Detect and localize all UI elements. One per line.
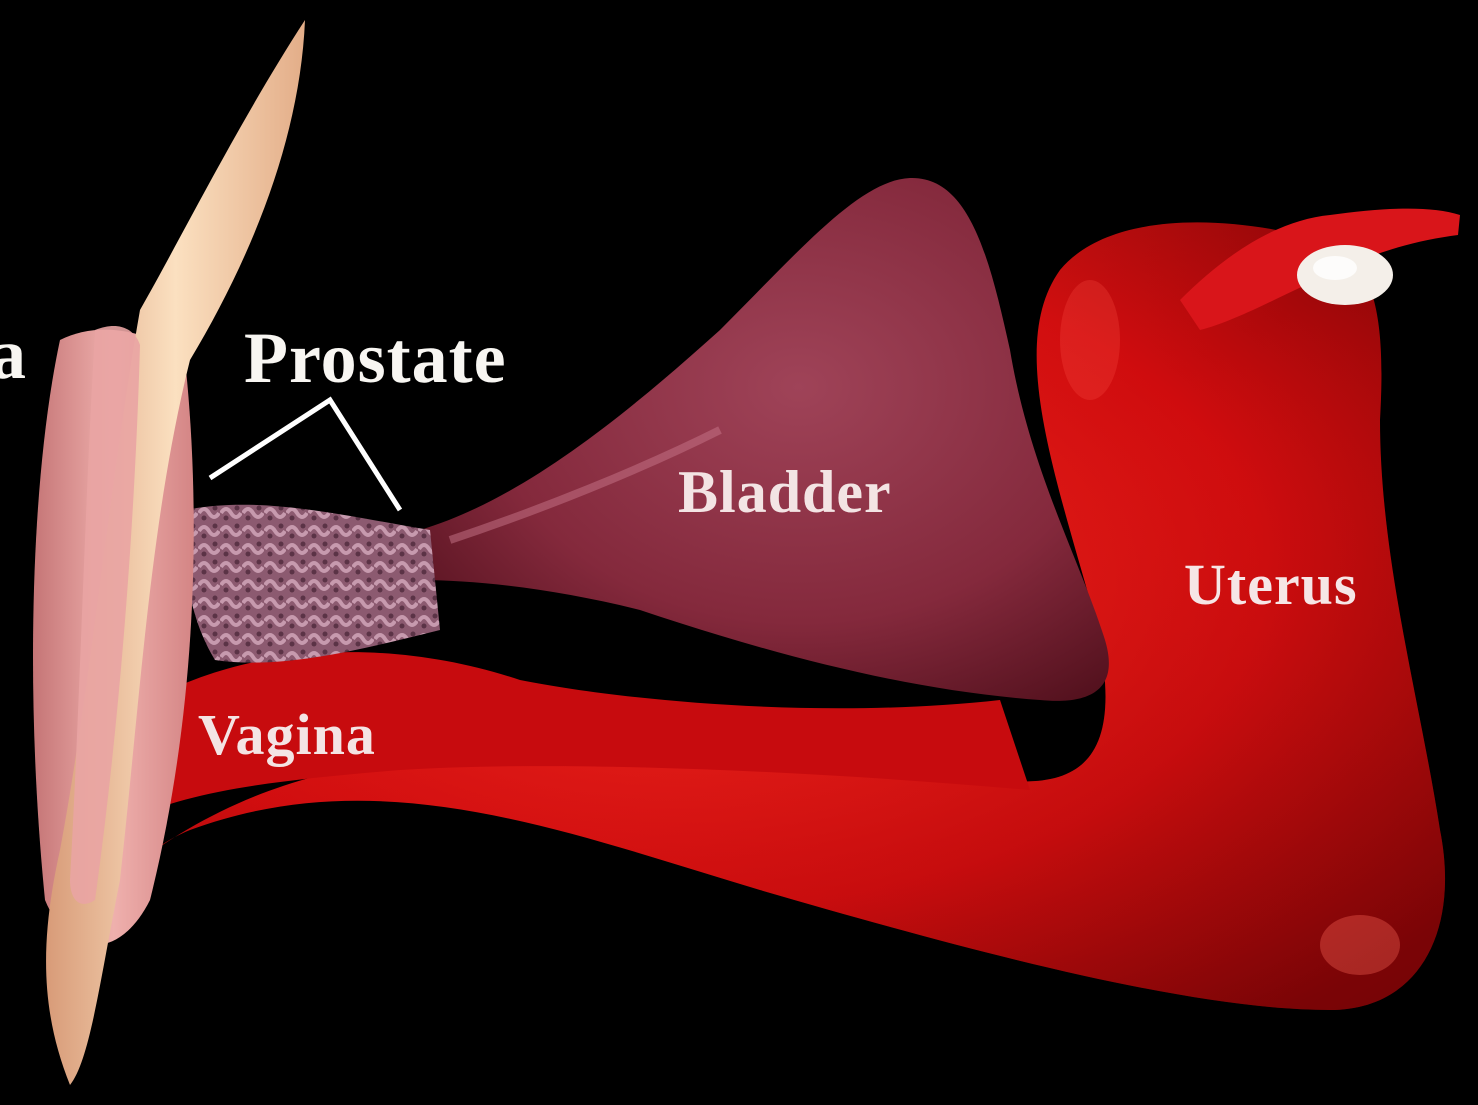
label-prostate: Prostate (244, 322, 507, 394)
label-vagina: Vagina (198, 706, 376, 764)
bladder-shape (420, 178, 1109, 701)
prostate-gland-shape (184, 505, 440, 663)
label-bladder: Bladder (678, 462, 892, 522)
label-uterus: Uterus (1184, 556, 1358, 614)
label-edge-fragment: a (0, 318, 26, 390)
prostate-leader-lines (210, 400, 400, 510)
